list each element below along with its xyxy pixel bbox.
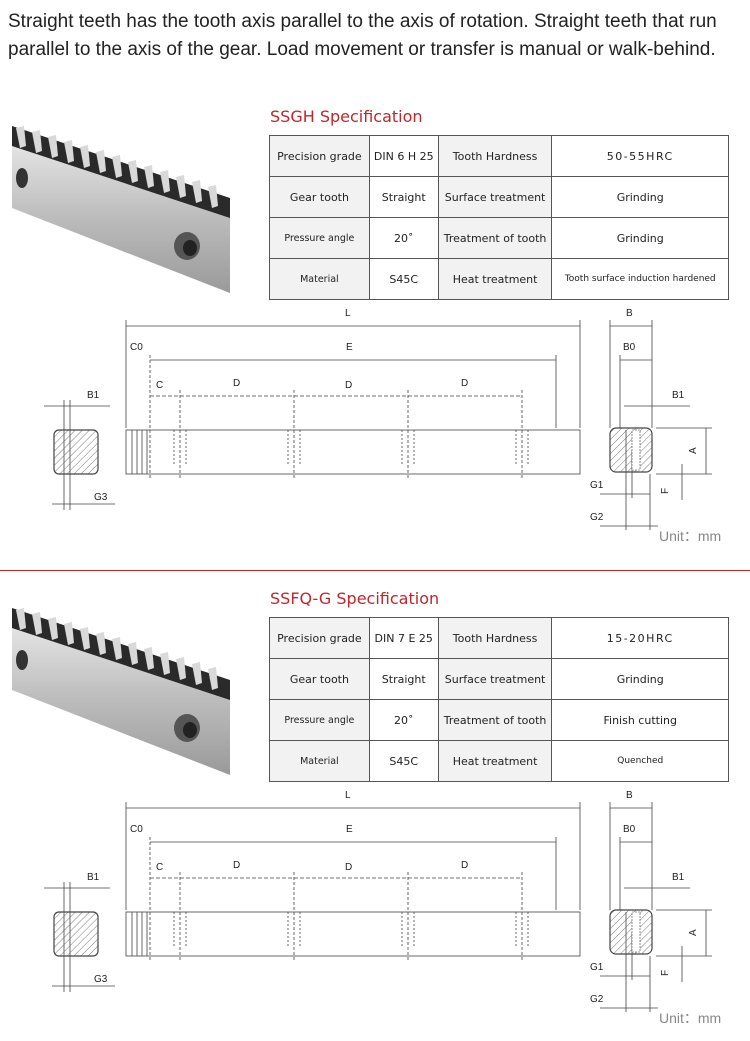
dim-label-l: L (345, 308, 351, 319)
dimension-drawing: L C0 E C D D D B1 G3 B B0 B1 A F G1 G2 (44, 308, 712, 530)
table-row: Precision grade DIN 6 H 25 Tooth Hardnes… (269, 135, 729, 177)
dim-label-g3: G3 (94, 492, 108, 503)
unit-label: Unit：mm (659, 528, 722, 544)
dim-label-f: F (660, 970, 671, 976)
dim-label-d: D (233, 378, 240, 389)
dim-label-b1: B1 (672, 872, 685, 883)
dim-label-b1: B1 (87, 872, 100, 883)
table-row: Pressure angle 20˚ Treatment of tooth Fi… (269, 699, 729, 741)
treatment-of-tooth-label: Treatment of tooth (437, 217, 553, 259)
heat-treatment-label: Heat treatment (437, 740, 553, 782)
table-row: Material S45C Heat treatment Tooth surfa… (269, 258, 729, 300)
dim-label-g1: G1 (590, 962, 604, 973)
material-value: S45C (368, 258, 439, 300)
heat-treatment-label: Heat treatment (437, 258, 553, 300)
treatment-of-tooth-value: Finish cutting (551, 699, 729, 741)
precision-grade-value: DIN 7 E 25 (368, 617, 439, 659)
dim-label-b1: B1 (672, 390, 685, 401)
dim-label-d: D (461, 378, 468, 389)
dim-label-e: E (346, 342, 353, 353)
spec-table: Precision grade DIN 6 H 25 Tooth Hardnes… (269, 135, 729, 300)
heat-treatment-value: Tooth surface induction hardened (551, 258, 729, 300)
table-row: Gear tooth Straight Surface treatment Gr… (269, 658, 729, 700)
dim-label-d: D (345, 862, 352, 873)
dim-label-a: A (688, 447, 699, 454)
dim-label-d: D (345, 380, 352, 391)
dim-label-b0: B0 (623, 824, 636, 835)
precision-grade-label: Precision grade (269, 617, 370, 659)
spec-section-ssgh: SSGH Specification (0, 0, 750, 544)
dim-label-c: C (156, 380, 163, 391)
spec-section-ssfq-g: SSFQ-G Specification (0, 482, 750, 1026)
treatment-of-tooth-value: Grinding (551, 217, 729, 259)
dim-label-c: C (156, 862, 163, 873)
tooth-hardness-value: 15-20HRC (551, 617, 729, 659)
gear-rack-photo (12, 608, 230, 775)
pressure-angle-value: 20˚ (368, 699, 439, 741)
dim-label-d: D (461, 860, 468, 871)
gear-tooth-label: Gear tooth (269, 176, 370, 218)
gear-rack-photo (12, 126, 230, 293)
dim-label-c0: C0 (130, 824, 143, 835)
table-row: Precision grade DIN 7 E 25 Tooth Hardnes… (269, 617, 729, 659)
dim-label-g3: G3 (94, 974, 108, 985)
dim-label-d: D (233, 860, 240, 871)
dim-label-g2: G2 (590, 512, 604, 523)
pressure-angle-value: 20˚ (368, 217, 439, 259)
dim-label-a: A (688, 929, 699, 936)
dimension-drawing: L C0 E C D D D B1 G3 B B0 B1 A F G1 G2 (44, 790, 712, 1012)
tooth-hardness-value: 50-55HRC (551, 135, 729, 177)
pressure-angle-label: Pressure angle (269, 217, 370, 259)
precision-grade-label: Precision grade (269, 135, 370, 177)
surface-treatment-label: Surface treatment (437, 176, 553, 218)
surface-treatment-value: Grinding (551, 658, 729, 700)
dim-label-c0: C0 (130, 342, 143, 353)
tooth-hardness-label: Tooth Hardness (437, 135, 553, 177)
surface-treatment-label: Surface treatment (437, 658, 553, 700)
pressure-angle-label: Pressure angle (269, 699, 370, 741)
spec-table: Precision grade DIN 7 E 25 Tooth Hardnes… (269, 617, 729, 782)
intro-paragraph: Straight teeth has the tooth axis parall… (8, 11, 717, 60)
rack-end-view (609, 909, 653, 955)
dim-label-e: E (346, 824, 353, 835)
table-row: Pressure angle 20˚ Treatment of tooth Gr… (269, 217, 729, 259)
heat-treatment-value: Quenched (551, 740, 729, 782)
dim-label-g1: G1 (590, 480, 604, 491)
table-row: Gear tooth Straight Surface treatment Gr… (269, 176, 729, 218)
dim-label-b0: B0 (623, 342, 636, 353)
dim-label-l: L (345, 790, 351, 801)
table-row: Material S45C Heat treatment Quenched (269, 740, 729, 782)
dim-label-f: F (660, 488, 671, 494)
tooth-hardness-label: Tooth Hardness (437, 617, 553, 659)
precision-grade-value: DIN 6 H 25 (368, 135, 439, 177)
rack-teeth (16, 126, 218, 208)
dim-label-b1: B1 (87, 390, 100, 401)
rack-teeth (16, 608, 218, 690)
spec-title: SSGH Specification (270, 107, 423, 126)
section-divider (0, 570, 750, 571)
unit-label: Unit：mm (659, 1010, 722, 1026)
rack-cross-section (53, 911, 99, 957)
rack-cross-section (53, 429, 99, 475)
gear-tooth-value: Straight (368, 658, 439, 700)
gear-tooth-value: Straight (368, 176, 439, 218)
material-label: Material (269, 740, 370, 782)
rack-end-view (609, 427, 653, 473)
gear-tooth-label: Gear tooth (269, 658, 370, 700)
material-label: Material (269, 258, 370, 300)
dim-label-g2: G2 (590, 994, 604, 1005)
dim-label-b: B (626, 790, 633, 801)
spec-title: SSFQ-G Specification (270, 589, 440, 608)
dim-label-b: B (626, 308, 633, 319)
treatment-of-tooth-label: Treatment of tooth (437, 699, 553, 741)
material-value: S45C (368, 740, 439, 782)
surface-treatment-value: Grinding (551, 176, 729, 218)
